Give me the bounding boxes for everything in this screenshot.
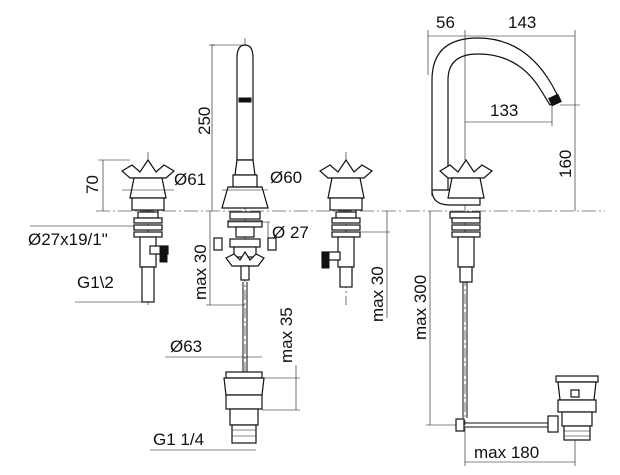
dim-160: 160 <box>556 150 575 178</box>
dim-133: 133 <box>490 101 518 120</box>
side-view-faucet <box>431 37 599 441</box>
dim-d27: Ø 27 <box>272 223 309 242</box>
dim-g114: G1 1/4 <box>153 430 204 449</box>
dim-max300: max 300 <box>411 275 430 340</box>
dim-d60: Ø60 <box>270 168 302 187</box>
dim-d63: Ø63 <box>170 337 202 356</box>
dim-d61: Ø61 <box>174 170 206 189</box>
dim-max30-right: max 30 <box>368 266 387 322</box>
dim-max35: max 35 <box>277 307 296 363</box>
dim-250: 250 <box>195 107 214 135</box>
right-handle-valve <box>318 152 374 305</box>
dim-g12: G1\2 <box>77 273 114 292</box>
dim-143: 143 <box>508 13 536 32</box>
center-spout <box>213 38 277 444</box>
dim-70: 70 <box>83 175 102 194</box>
dim-thread: Ø27x19/1" <box>28 230 108 249</box>
dim-56: 56 <box>436 13 455 32</box>
dimension-lines <box>30 30 580 466</box>
left-handle-valve <box>120 152 176 305</box>
dim-max30-left: max 30 <box>191 244 210 300</box>
dim-max180: max 180 <box>474 443 539 462</box>
